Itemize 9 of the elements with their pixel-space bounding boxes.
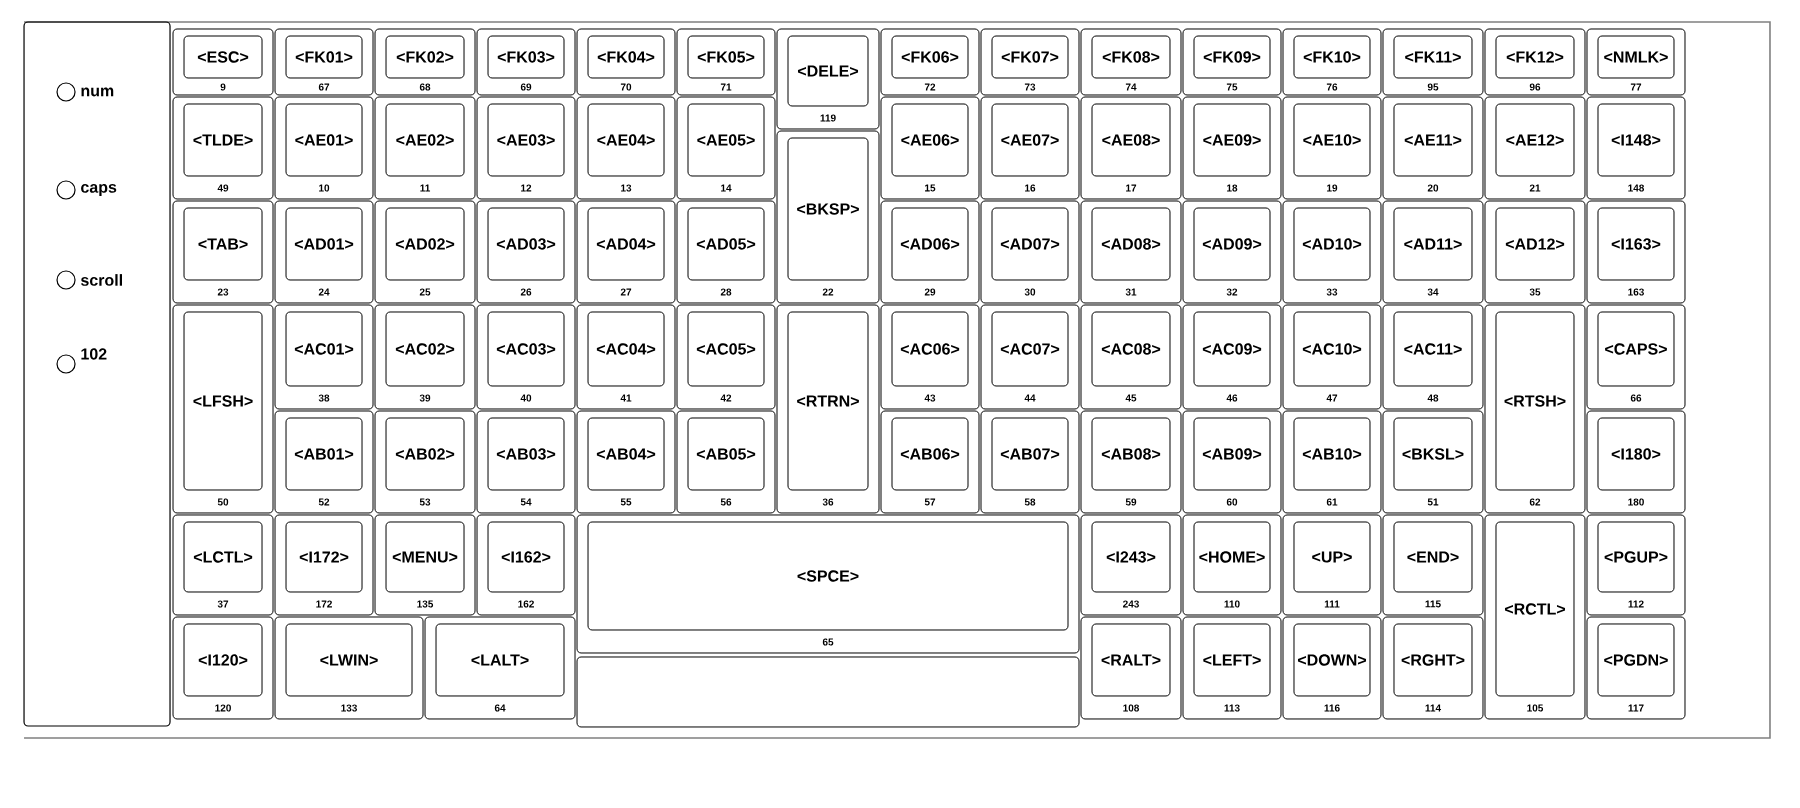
indicator-light: 102 <box>56 348 107 374</box>
indicator-light: num <box>56 82 114 102</box>
node-label: 102 <box>81 348 107 360</box>
node-label: scroll <box>80 274 122 286</box>
indicator-light: caps <box>56 180 117 200</box>
blank-key <box>576 656 1080 728</box>
node-label: num <box>81 87 114 97</box>
indicator-light: scroll <box>56 270 122 290</box>
node-label: caps <box>81 184 117 196</box>
